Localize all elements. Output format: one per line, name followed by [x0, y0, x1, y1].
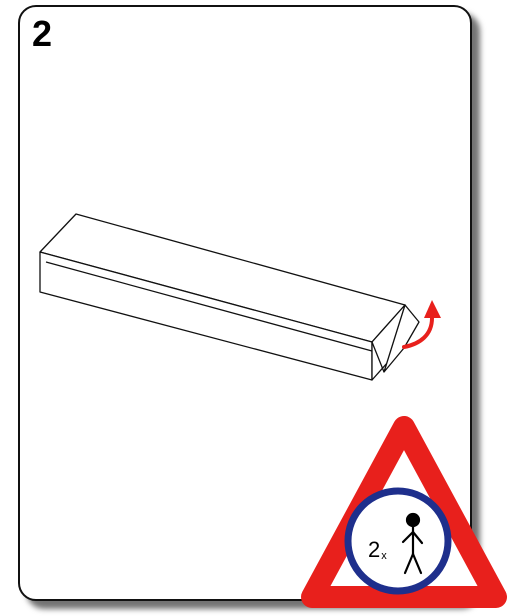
long-box-illustration — [39, 213, 420, 381]
step-number: 2 — [32, 13, 53, 54]
warning-count-number: 2 — [368, 537, 381, 562]
person-icon — [401, 512, 424, 575]
two-person-warning-sign — [301, 416, 507, 608]
warning-count-unit: x — [381, 550, 387, 562]
warning-person-count: 2x — [368, 538, 387, 568]
open-flap-arrow-icon — [402, 300, 441, 349]
